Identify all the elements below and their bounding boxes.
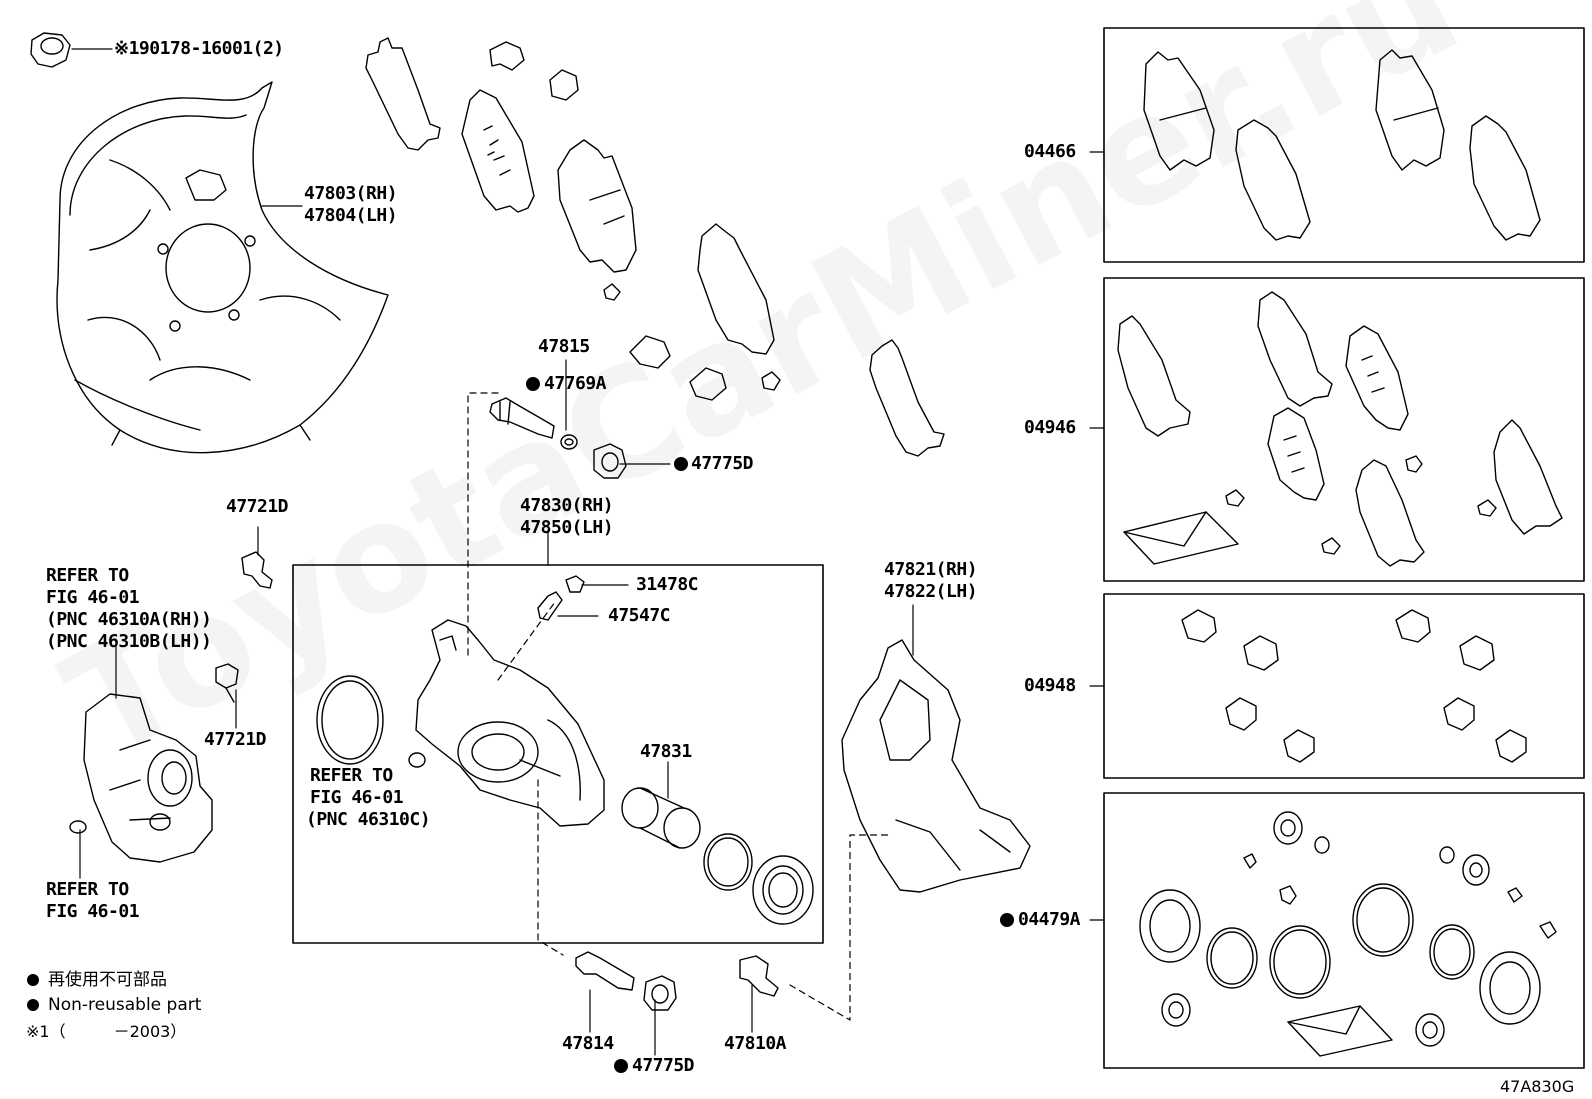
label-kit-04946: 04946 xyxy=(1024,417,1076,438)
label-47810A: 47810A xyxy=(724,1033,787,1054)
label-47775D-top: 47775D xyxy=(691,453,754,474)
piston-boot xyxy=(752,855,814,925)
refer-c-line2: FIG 46-01 xyxy=(310,787,404,808)
label-47721D-a: 47721D xyxy=(226,496,289,517)
caliper-group-box xyxy=(292,564,824,944)
brake-pad-3 xyxy=(697,223,775,355)
label-47815: 47815 xyxy=(538,336,590,357)
pad-clip-top-1 xyxy=(489,41,525,71)
leader-lines xyxy=(71,48,1105,1056)
label-47769A: 47769A xyxy=(544,373,607,394)
label-kit-04948: 04948 xyxy=(1024,675,1076,696)
pad-clip-top-2 xyxy=(549,69,579,101)
label-mount-lh: 47822(LH) xyxy=(884,581,978,602)
refer-b-line2: FIG 46-01 xyxy=(46,901,140,922)
label-47831: 47831 xyxy=(640,741,692,762)
connector-pin xyxy=(69,820,87,834)
kit-box-04946 xyxy=(1103,277,1585,582)
boot-47775D-bottom xyxy=(643,975,677,1011)
label-caliper-rh: 47830(RH) xyxy=(520,495,614,516)
pad-clip-small-2 xyxy=(761,371,781,391)
label-47814: 47814 xyxy=(562,1033,614,1054)
bleeder-screw-47547C xyxy=(537,591,563,621)
label-47547C: 47547C xyxy=(608,605,671,626)
refer-a-line1: REFER TO xyxy=(46,565,129,586)
kit-box-04479A xyxy=(1103,792,1585,1069)
pad-clip-mid-1 xyxy=(629,335,671,369)
brake-pad-shim-1 xyxy=(365,37,441,151)
slide-pin-47815 xyxy=(489,397,555,439)
kit-04948-parts xyxy=(1181,609,1527,763)
label-caliper-lh: 47850(LH) xyxy=(520,517,614,538)
brake-pad-2 xyxy=(557,139,637,273)
pad-clip-small-1 xyxy=(603,283,621,301)
bolt-47810A xyxy=(739,955,779,997)
bolt-47721D-b xyxy=(215,663,239,703)
legend-note: ※1（ －2003） xyxy=(26,1022,187,1041)
parking-brake-actuator xyxy=(83,693,213,863)
bushing-47769A xyxy=(560,434,578,450)
kit-04466-parts xyxy=(1143,49,1541,241)
boot-47775D-top xyxy=(593,443,627,479)
label-mount-rh: 47821(RH) xyxy=(884,559,978,580)
refer-a-line4: (PNC 46310B(LH)) xyxy=(46,631,212,652)
piston-seal-ring xyxy=(703,833,753,891)
label-kit-04479A: 04479A xyxy=(1018,909,1081,930)
piston-seal-refer xyxy=(316,675,384,765)
label-47775D-bottom: 47775D xyxy=(632,1055,695,1076)
label-47721D-b: 47721D xyxy=(204,729,267,750)
diagram-code: 47A830G xyxy=(1500,1077,1575,1096)
dashed-guides xyxy=(467,392,889,1021)
legend-english: Non-reusable part xyxy=(48,995,202,1015)
disc-dust-shield xyxy=(56,81,389,454)
refer-a-line3: (PNC 46310A(RH)) xyxy=(46,609,212,630)
caliper-body xyxy=(408,619,605,827)
bolt-47721D-a xyxy=(241,551,273,589)
brake-pad-shim-2 xyxy=(869,339,945,457)
refer-b-line1: REFER TO xyxy=(46,879,129,900)
legend-japanese: 再使用不可部品 xyxy=(48,970,167,990)
kit-box-04466 xyxy=(1103,27,1585,263)
caliper-mounting-bracket xyxy=(841,639,1031,893)
piston-47831 xyxy=(621,787,701,849)
label-shield-lh: 47804(LH) xyxy=(304,205,398,226)
refer-c-line1: REFER TO xyxy=(310,765,393,786)
slide-pin-47814 xyxy=(575,951,635,991)
refer-a-line2: FIG 46-01 xyxy=(46,587,140,608)
label-nut-ref: ※190178-16001(2) xyxy=(114,38,284,59)
brake-pad-1 xyxy=(461,89,535,213)
label-kit-04466: 04466 xyxy=(1024,141,1076,162)
kit-box-04948 xyxy=(1103,593,1585,779)
kit-04479A-parts xyxy=(1139,811,1557,1057)
nut-part xyxy=(30,32,71,68)
non-reusable-markers xyxy=(27,377,1014,1073)
pad-clip-mid-2 xyxy=(689,367,727,401)
label-shield-rh: 47803(RH) xyxy=(304,183,398,204)
bleeder-cap-31478C xyxy=(565,575,585,593)
refer-c-line3: (PNC 46310C) xyxy=(306,809,431,830)
kit-04946-parts xyxy=(1117,291,1563,567)
label-31478C: 31478C xyxy=(636,574,699,595)
